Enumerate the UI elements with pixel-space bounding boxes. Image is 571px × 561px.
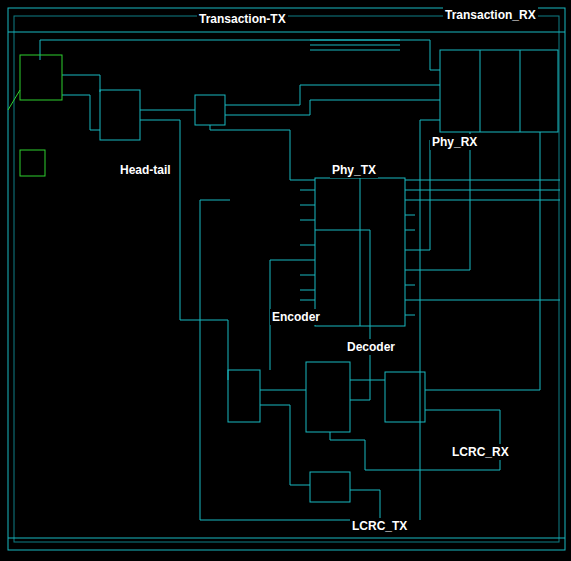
block-label: Transaction-TX xyxy=(197,11,288,27)
block-label: Phy_TX xyxy=(330,162,378,178)
block-label: Transaction_RX xyxy=(443,7,538,23)
block-label: Decoder xyxy=(345,339,397,355)
block-label: LCRC_RX xyxy=(450,444,511,460)
block-label: Phy_RX xyxy=(430,134,479,150)
block-label: Head-tail xyxy=(118,162,173,178)
block-label: LCRC_TX xyxy=(350,518,409,534)
block-label: Encoder xyxy=(270,309,322,325)
